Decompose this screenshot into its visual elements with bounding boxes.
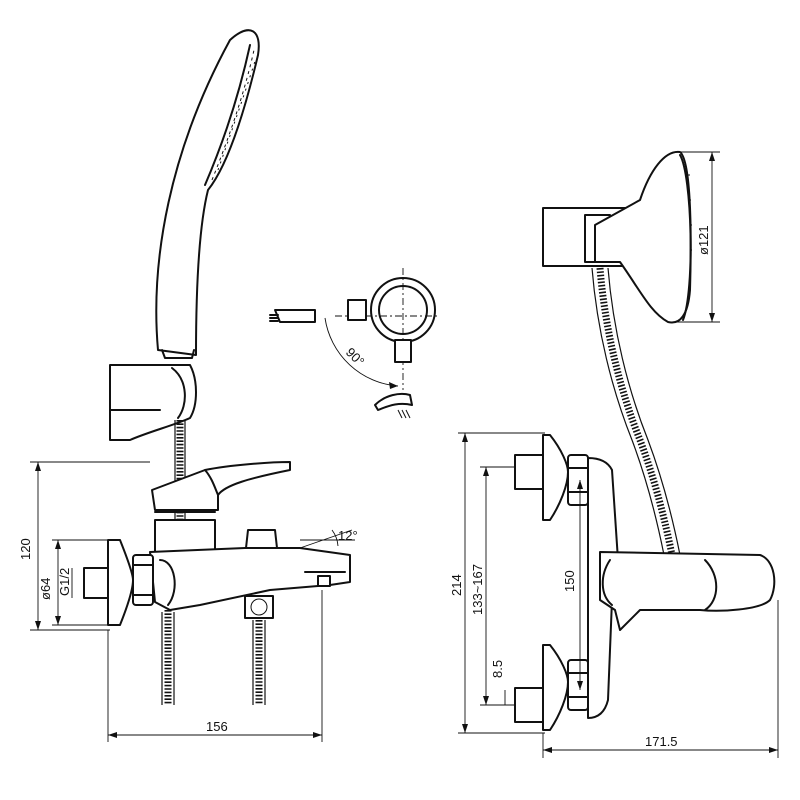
wall-flange bbox=[83, 539, 134, 626]
rotation-angle-label: 90° bbox=[343, 345, 368, 370]
head-dia-label: ø121 bbox=[696, 225, 711, 255]
hose-side bbox=[596, 267, 676, 556]
height-214-label: 214 bbox=[449, 574, 464, 596]
lever-handle bbox=[151, 461, 291, 511]
hand-shower bbox=[155, 29, 260, 359]
rotation-detail: 90° bbox=[269, 268, 440, 419]
lever-side bbox=[599, 551, 776, 631]
shower-head-side bbox=[542, 150, 692, 324]
flange-dia-label: ø64 bbox=[38, 578, 53, 600]
upper-fitting bbox=[514, 434, 589, 521]
front-view: 12° 120 ø64 G1/2 156 bbox=[18, 29, 358, 742]
spout-angle-label: 12° bbox=[338, 528, 358, 543]
side-view: ø121 214 bbox=[449, 150, 779, 758]
width-156-label: 156 bbox=[206, 719, 228, 734]
left-nut bbox=[132, 554, 154, 606]
hose-connector bbox=[244, 595, 274, 619]
offset-label: 8.5 bbox=[490, 660, 505, 678]
centers-range-label: 133~167 bbox=[470, 564, 485, 615]
centers-150-label: 150 bbox=[562, 570, 577, 592]
diverter-knob bbox=[245, 529, 278, 549]
height-120-label: 120 bbox=[18, 538, 33, 560]
lower-fitting bbox=[514, 644, 589, 731]
mini-handle-icon bbox=[374, 392, 413, 411]
cartridge-body bbox=[154, 519, 216, 553]
thread-label: G1/2 bbox=[57, 568, 72, 596]
shower-holder bbox=[109, 364, 197, 441]
depth-label: 171.5 bbox=[645, 734, 678, 749]
mixer-body bbox=[149, 547, 351, 611]
